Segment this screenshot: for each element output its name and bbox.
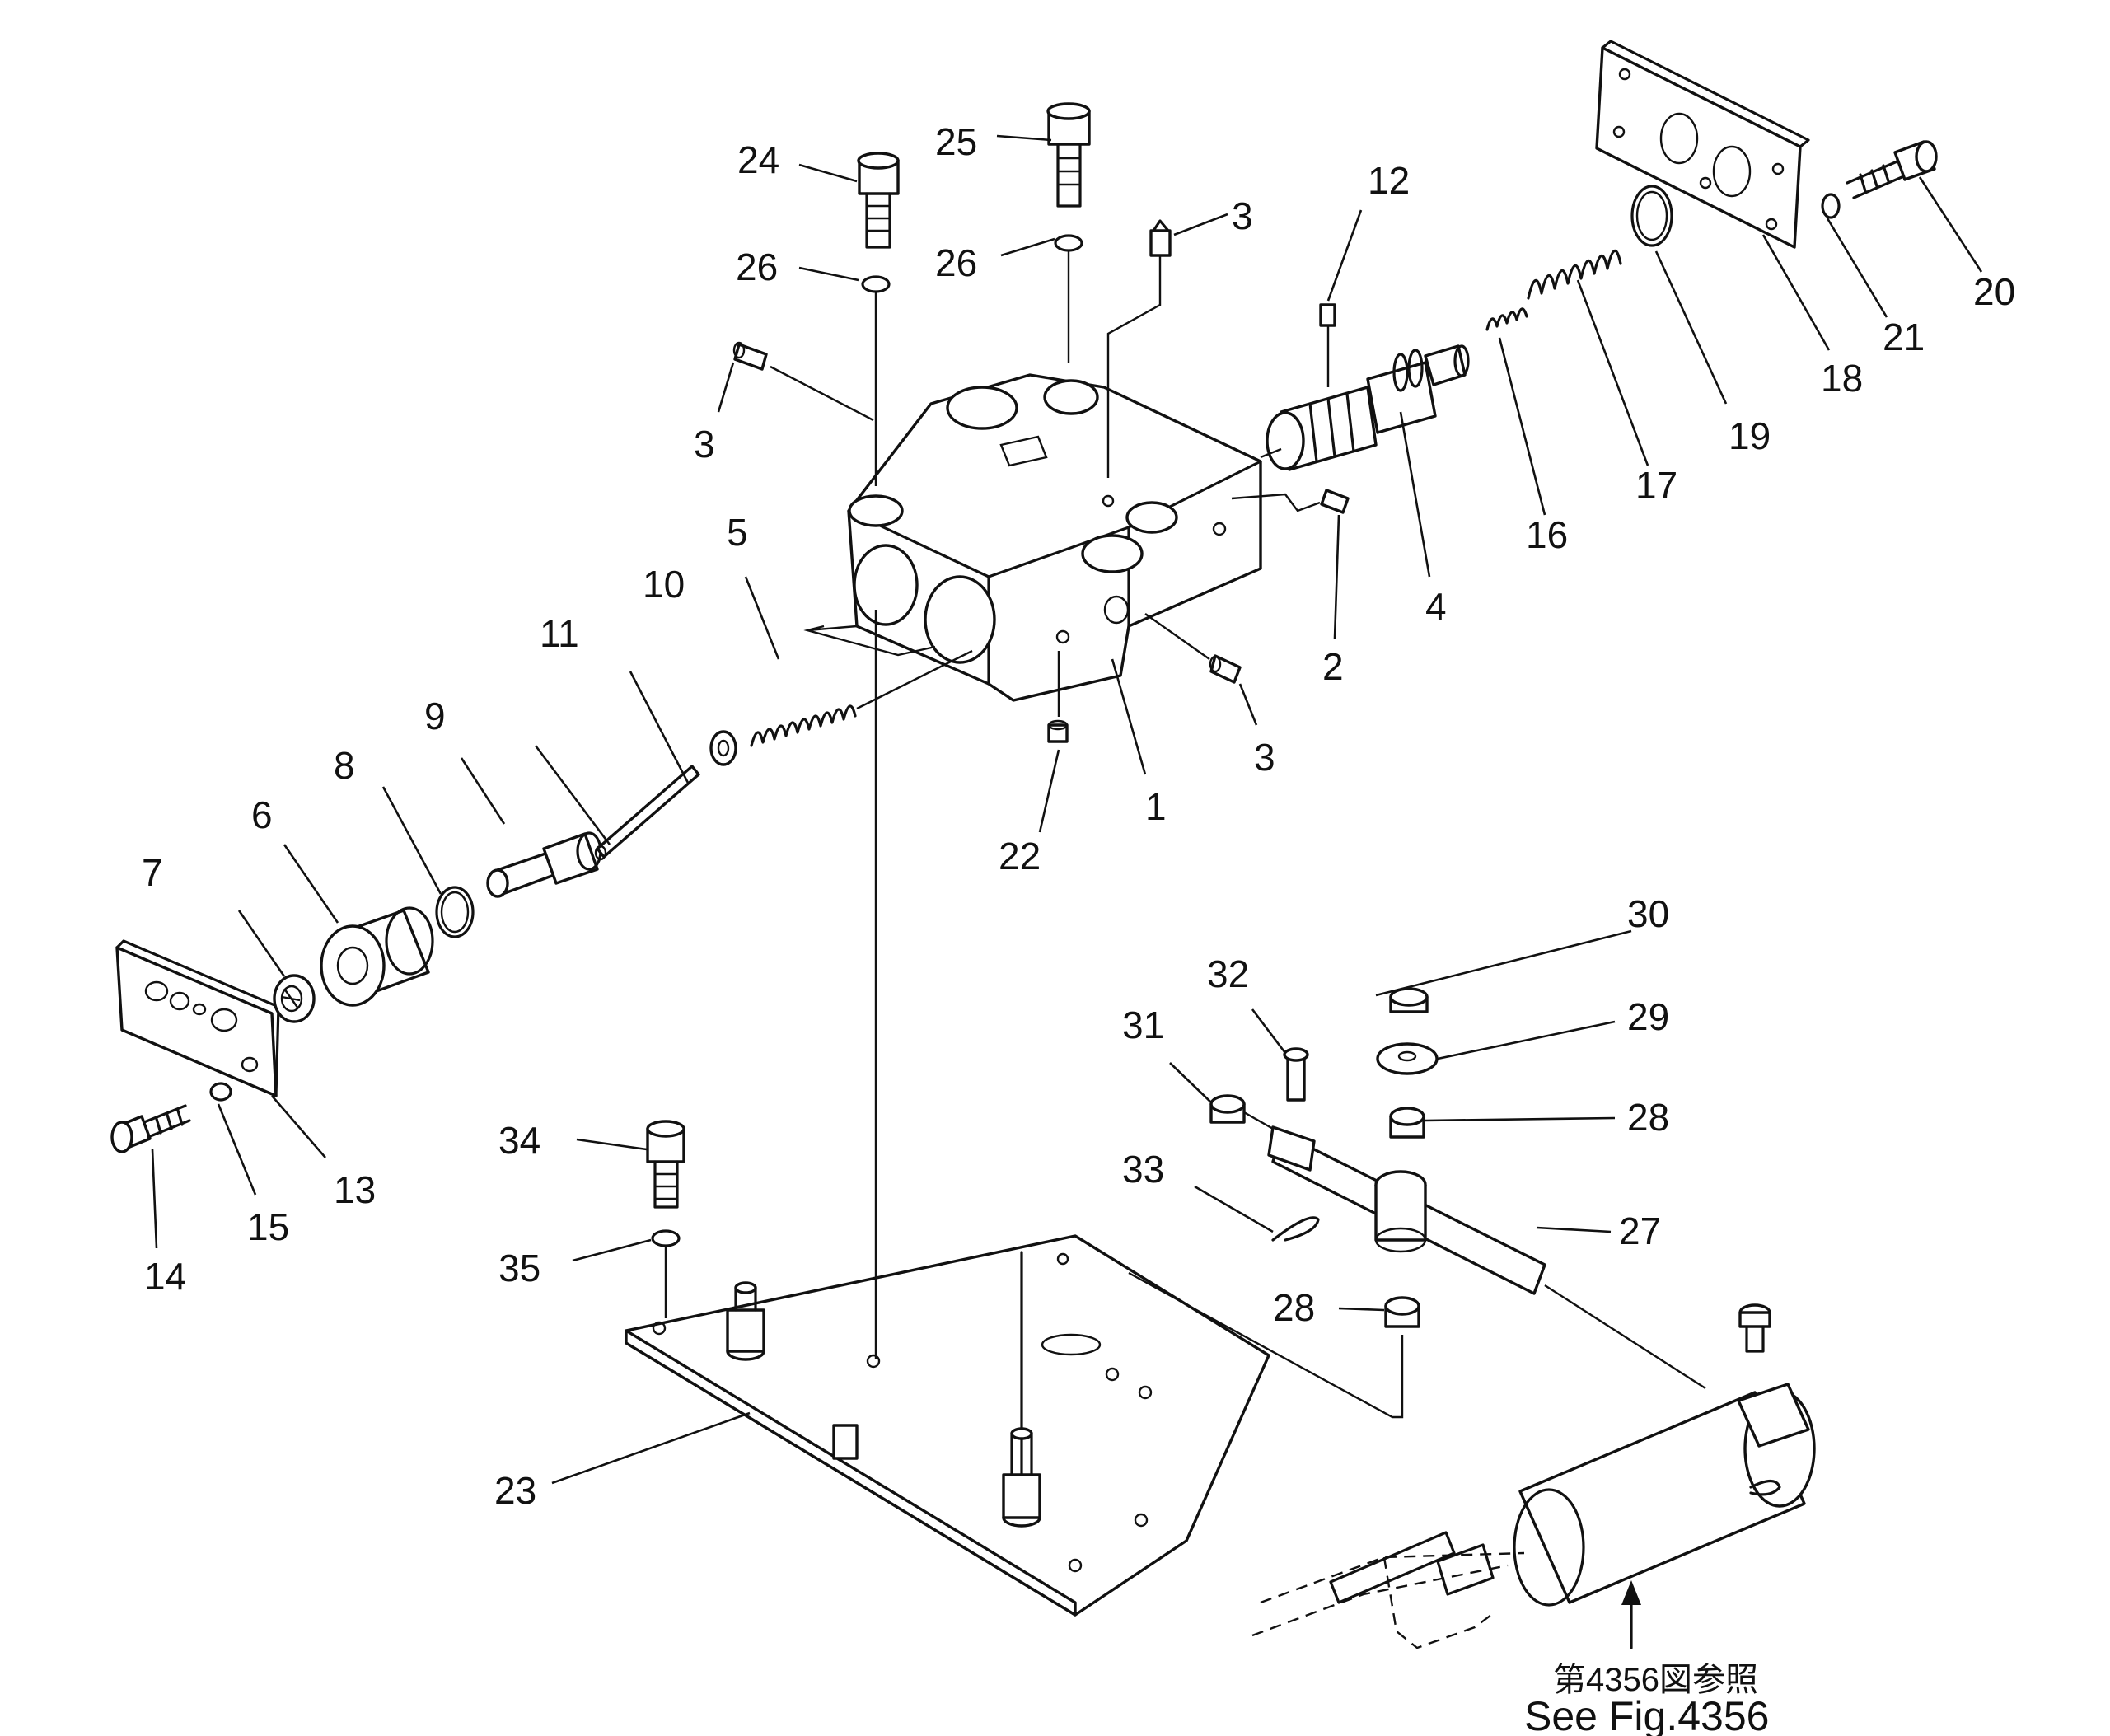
pin-32 [1283,1047,1309,1102]
label-14: 14 [144,1255,186,1298]
label-22: 22 [999,835,1041,877]
label-27: 27 [1619,1210,1661,1252]
pin-11 [594,765,700,861]
actuator-cylinder [1251,1383,1816,1649]
label-2: 2 [1322,645,1344,688]
label-3-top: 3 [1232,194,1253,237]
assembly-lines [664,251,1706,1419]
washer-26-left [861,275,891,293]
retainer-10 [709,730,737,766]
label-33: 33 [1122,1148,1164,1191]
label-29: 29 [1627,995,1669,1038]
label-34: 34 [498,1119,540,1162]
washer-29 [1376,1042,1439,1075]
label-28-top: 28 [1627,1096,1669,1139]
label-9: 9 [424,695,446,737]
label-28-bottom: 28 [1273,1286,1315,1329]
label-24: 24 [737,138,779,181]
stud-right [1002,1427,1041,1528]
label-17: 17 [1635,464,1677,507]
o-ring-19 [1630,185,1673,247]
bolt-20 [1846,140,1938,199]
spring-17 [1527,249,1622,300]
plug-7 [273,974,316,1023]
bushing-28-top [1389,1107,1425,1139]
bolt-24 [857,152,900,249]
cotter-pin-33 [1271,1216,1320,1242]
plug-2 [1320,489,1350,514]
spring-16 [1485,307,1528,331]
leader-lines [151,134,1983,1485]
label-5: 5 [727,511,748,554]
nut-30 [1389,987,1429,1013]
bolt-34 [646,1120,685,1209]
label-21: 21 [1883,316,1925,358]
label-6: 6 [251,793,273,836]
label-3-left: 3 [694,423,715,466]
washer-21 [1821,193,1841,219]
bolt-top-actuator [1738,1303,1771,1353]
label-10: 10 [643,563,685,606]
plunger-9 [486,831,602,898]
mounting-plate-23 [625,1234,1270,1617]
label-35: 35 [498,1247,540,1289]
reference-note-en: See Fig.4356 [1524,1693,1769,1736]
reference-arrow [1621,1580,1641,1649]
bolt-25 [1046,102,1091,208]
reference-note-jp: 第4356図参照 [1553,1662,1758,1698]
label-7: 7 [142,851,163,894]
fitting-3-left [732,341,768,371]
spool-4 [1266,344,1470,471]
label-30: 30 [1627,892,1669,935]
bushing-28-bottom [1384,1296,1420,1328]
label-1: 1 [1145,785,1167,828]
bolt-14 [110,1104,191,1153]
washer-35 [651,1229,681,1247]
stud-left [726,1281,765,1361]
label-11: 11 [540,612,579,655]
label-31: 31 [1122,1004,1164,1046]
label-13: 13 [334,1168,376,1211]
part-labels: 24 25 26 26 3 3 3 12 2 22 1 4 16 17 19 1… [142,120,2015,1512]
label-32: 32 [1207,952,1249,995]
label-4: 4 [1425,585,1447,628]
washer-26-right [1054,234,1083,252]
fitting-3-right [1209,654,1242,684]
label-23: 23 [494,1469,536,1512]
plug-22 [1047,719,1069,743]
valve-body [847,373,1262,702]
lever-27 [1267,1125,1546,1295]
cover-plate-18 [1595,40,1810,249]
reference-note: 第4356図参照 See Fig.4356 [1524,1662,1769,1736]
piston-6 [320,906,434,1007]
label-16: 16 [1526,513,1568,556]
label-18: 18 [1821,357,1863,400]
cover-plate-13 [115,939,280,1097]
label-15: 15 [247,1205,289,1248]
fitting-3-top [1149,219,1172,257]
label-20: 20 [1973,270,2015,313]
label-26-right: 26 [935,241,977,284]
label-19: 19 [1729,414,1771,457]
label-8: 8 [334,744,355,787]
label-26-left: 26 [736,246,778,288]
o-ring-8 [435,886,475,938]
spring-5 [750,704,857,747]
washer-15 [209,1082,232,1102]
pin-12 [1319,303,1336,327]
bushing-31 [1209,1094,1246,1124]
label-12: 12 [1368,159,1410,202]
label-25: 25 [935,120,977,163]
label-3-right: 3 [1254,736,1275,779]
